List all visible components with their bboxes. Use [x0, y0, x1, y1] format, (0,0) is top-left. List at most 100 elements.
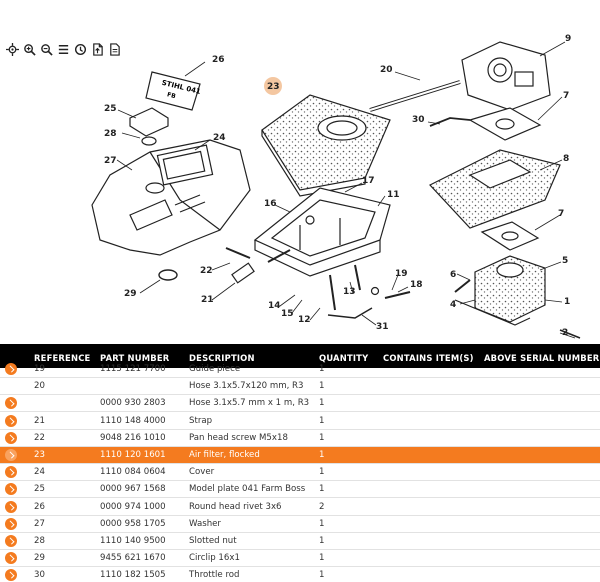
cell-reference: 29: [34, 553, 45, 564]
add-to-cart-icon[interactable]: [5, 431, 17, 444]
document-icon[interactable]: [108, 42, 121, 56]
callout-26[interactable]: 26: [212, 55, 225, 65]
add-to-cart-icon[interactable]: [5, 363, 17, 375]
cell-reference: 28: [34, 536, 45, 546]
callout-11[interactable]: 11: [387, 190, 400, 200]
add-to-cart-icon[interactable]: [5, 517, 17, 530]
cell-part-number: 1110 120 1601: [100, 450, 166, 460]
table-row[interactable]: 25 0000 967 1568 Model plate 041 Farm Boss…: [0, 481, 600, 499]
callout-28[interactable]: 28: [104, 129, 117, 139]
callout-17[interactable]: 17: [362, 176, 375, 186]
part-hardware: [225, 117, 581, 339]
header-above-serial[interactable]: ABOVE SERIAL NUMBER: [484, 353, 600, 363]
cell-part-number: 1110 140 9500: [100, 536, 166, 546]
add-to-cart-icon[interactable]: [5, 569, 17, 582]
callout-8[interactable]: 8: [563, 154, 569, 164]
list-icon[interactable]: [57, 43, 70, 56]
add-to-cart-icon[interactable]: [5, 414, 17, 427]
callout-19[interactable]: 19: [395, 269, 408, 279]
cell-part-number: 1110 148 4000: [100, 415, 166, 426]
header-contains-items[interactable]: CONTAINS ITEM(S): [383, 353, 474, 363]
part-model-plate[interactable]: STIHL 041 FB: [145, 71, 202, 111]
part-carburetor[interactable]: [461, 41, 551, 111]
header-description[interactable]: DESCRIPTION: [189, 353, 255, 363]
add-to-cart-icon[interactable]: [5, 397, 17, 410]
callout-5[interactable]: 5: [562, 256, 568, 266]
callout-20[interactable]: 20: [380, 65, 393, 75]
callout-9[interactable]: 9: [565, 34, 571, 44]
cell-description: Guide piece: [189, 364, 241, 374]
header-quantity[interactable]: QUANTITY: [319, 353, 369, 363]
callout-15[interactable]: 15: [281, 309, 294, 319]
callout-22[interactable]: 22: [200, 266, 213, 276]
cell-part-number: 9048 216 1010: [100, 432, 166, 443]
cell-part-number: 0000 967 1568: [100, 484, 166, 495]
callout-29[interactable]: 29: [124, 289, 137, 299]
add-to-cart-icon[interactable]: [5, 483, 17, 496]
part-air-filter[interactable]: [261, 94, 391, 197]
zoom-in-icon[interactable]: [23, 43, 36, 56]
add-to-cart-icon[interactable]: [5, 449, 17, 461]
callout-30[interactable]: 30: [412, 115, 425, 125]
part-carb-box[interactable]: [253, 187, 391, 277]
cell-quantity: 1: [319, 553, 325, 564]
callout-21[interactable]: 21: [201, 295, 214, 305]
part-heat-shield[interactable]: [429, 149, 561, 229]
callout-31[interactable]: 31: [376, 322, 389, 332]
locate-icon[interactable]: [6, 42, 19, 56]
callout-7[interactable]: 7: [563, 91, 569, 101]
zoom-out-icon[interactable]: [40, 43, 53, 56]
add-to-cart-icon[interactable]: [5, 552, 17, 565]
callout-14[interactable]: 14: [268, 301, 281, 311]
add-to-cart-icon[interactable]: [5, 466, 17, 479]
header-part-number[interactable]: PART NUMBER: [100, 353, 170, 363]
callout-6[interactable]: 6: [450, 270, 456, 280]
export-icon[interactable]: [91, 42, 104, 56]
history-icon[interactable]: [74, 43, 87, 56]
part-gasket[interactable]: [468, 107, 542, 141]
cell-quantity: 1: [319, 570, 325, 581]
part-gasket-2[interactable]: [480, 221, 540, 251]
cell-reference: 21: [34, 415, 45, 426]
cell-part-number: 1110 182 1505: [100, 570, 166, 581]
callout-1[interactable]: 1: [564, 297, 570, 307]
cell-description: Washer: [189, 518, 221, 529]
part-slotted-nut[interactable]: [129, 107, 169, 146]
callout-7b[interactable]: 7: [558, 209, 564, 219]
cell-reference: 24: [34, 467, 45, 478]
callout-23[interactable]: 23: [267, 82, 280, 92]
cell-description: Model plate 041 Farm Boss: [189, 484, 306, 495]
callout-24[interactable]: 24: [213, 133, 226, 143]
parts-table: REFERENCE PART NUMBER DESCRIPTION QUANTI…: [0, 344, 600, 582]
cell-part-number: 1110 084 0604: [100, 467, 166, 478]
add-to-cart-icon[interactable]: [5, 535, 17, 547]
header-reference[interactable]: REFERENCE: [34, 353, 91, 363]
add-to-cart-icon[interactable]: [5, 500, 17, 513]
part-circlip[interactable]: [158, 269, 178, 281]
callout-2[interactable]: 2: [562, 328, 568, 338]
callout-25[interactable]: 25: [104, 104, 117, 114]
callout-18[interactable]: 18: [410, 280, 423, 290]
callout-4[interactable]: 4: [450, 300, 456, 310]
callout-27[interactable]: 27: [104, 156, 117, 166]
cell-reference: 25: [34, 484, 45, 495]
cell-quantity: 1: [319, 467, 325, 478]
part-flange[interactable]: [454, 255, 546, 326]
callout-16[interactable]: 16: [264, 199, 277, 209]
cell-quantity: 1: [319, 536, 325, 546]
callout-13[interactable]: 13: [343, 287, 356, 297]
callout-12[interactable]: 12: [298, 315, 311, 325]
part-cover[interactable]: [91, 139, 251, 256]
